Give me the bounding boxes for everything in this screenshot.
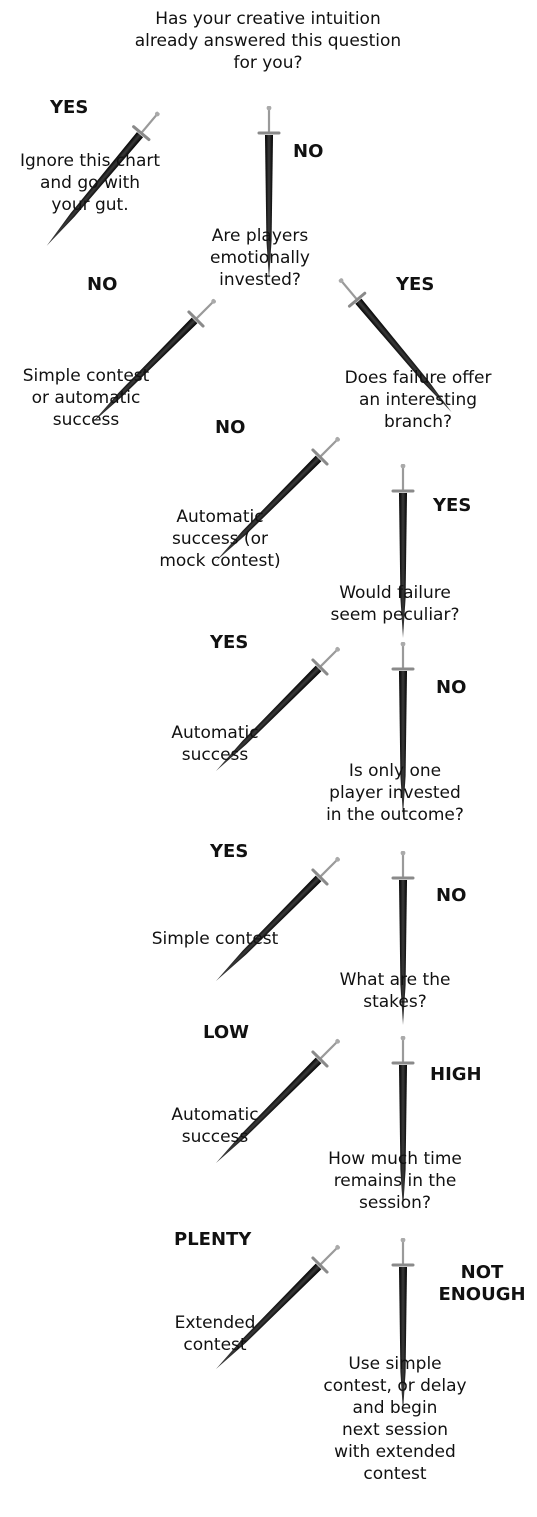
q3-no-label: NO — [215, 417, 246, 438]
sword-icon — [262, 1002, 286, 1178]
sword-icon — [262, 820, 286, 996]
q5-yes-label: YES — [210, 841, 249, 862]
q4-yes-label: YES — [210, 632, 249, 653]
q1-yes-label: YES — [50, 97, 89, 118]
q5-yes-result: Simple contest — [151, 929, 279, 949]
sword-icon — [262, 1208, 286, 1384]
q7-plenty-label: PLENTY — [174, 1229, 252, 1250]
q1-no-label: NO — [293, 141, 324, 162]
q6-low-label: LOW — [203, 1022, 249, 1043]
q4-no-label: NO — [436, 677, 467, 698]
q5-no-label: NO — [436, 885, 467, 906]
q6-high-label: HIGH — [430, 1064, 482, 1085]
q3-yes-label: YES — [433, 495, 472, 516]
q2-no-label: NO — [87, 274, 118, 295]
q2-yes-label: YES — [396, 274, 435, 295]
